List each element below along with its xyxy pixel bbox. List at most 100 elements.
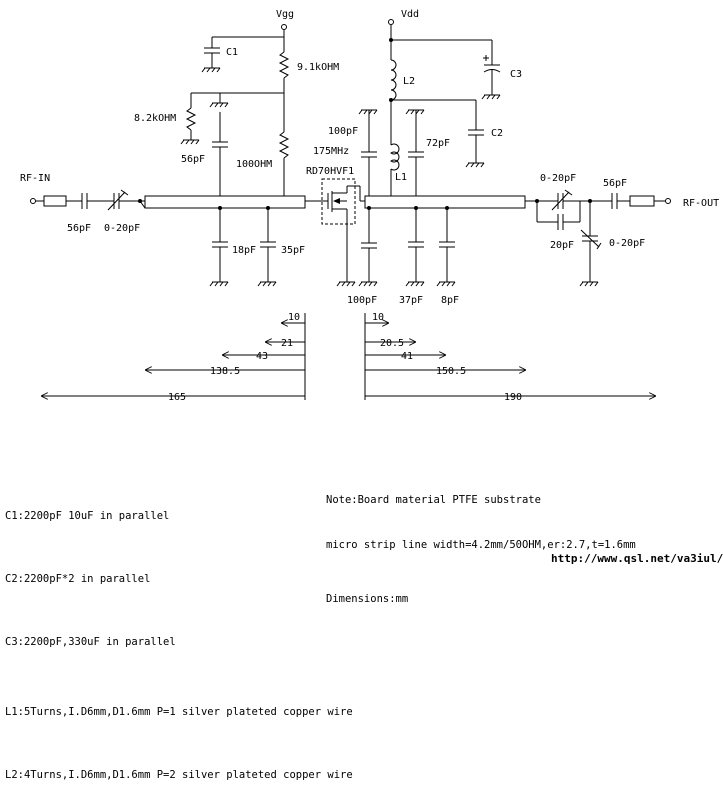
- source-url: http://www.qsl.net/va3iul/: [551, 552, 723, 565]
- gate-bias-network: Vgg C1 9.1kOHM 8.2kOHM: [134, 9, 339, 200]
- l2-label: L2: [403, 76, 415, 87]
- dim-right-20-5: 20.5: [380, 338, 404, 349]
- capacitor-8pf: [439, 241, 455, 248]
- trim-out2-label: 0-20pF: [609, 238, 645, 249]
- input-section: RF-IN 56pF 0-20pF: [20, 173, 306, 287]
- inductor-l2: [390, 59, 397, 101]
- note-l2: L2:4Turns,I.D6mm,D1.6mm P=2 silver plate…: [5, 769, 353, 781]
- capacitor-c1: [204, 47, 220, 54]
- device-label: RD70HVF1: [306, 166, 354, 177]
- c2-label: C2: [491, 128, 503, 139]
- capacitor-20pf: [557, 214, 564, 230]
- drain-strip: [364, 195, 526, 209]
- cap-100pf-bot-label: 100pF: [347, 295, 377, 306]
- trimmer-0-20pf-out1: [551, 189, 573, 211]
- note-c3: C3:2200pF,330uF in parallel: [5, 636, 176, 648]
- dim-left-10: 10: [288, 312, 300, 323]
- ground-icon: [405, 281, 425, 287]
- ground-icon: [358, 109, 378, 115]
- drain-supply-network: Vdd C3 L2: [328, 9, 522, 200]
- ground-icon: [209, 281, 229, 287]
- dim-right-150-5: 150.5: [436, 366, 466, 377]
- r-100-label: 100OHM: [236, 159, 272, 170]
- amplifier-schematic: Vgg C1 9.1kOHM 8.2kOHM: [20, 9, 719, 403]
- rf-out-label: RF-OUT: [683, 198, 719, 209]
- rf-out-terminal: [665, 198, 671, 204]
- cap-20pf-label: 20pF: [550, 240, 574, 251]
- gate-strip: [144, 195, 306, 209]
- cap-56pf-bias-label: 56pF: [181, 154, 205, 165]
- note-l1: L1:5Turns,I.D6mm,D1.6mm P=1 silver plate…: [5, 706, 353, 718]
- cap-100pf-top-label: 100pF: [328, 126, 358, 137]
- vdd-terminal: [388, 19, 394, 25]
- cap-37pf-label: 37pF: [399, 295, 423, 306]
- component-notes: C1:2200pF 10uF in parallel C2:2200pF*2 i…: [5, 464, 353, 807]
- c3-label: C3: [510, 69, 522, 80]
- dim-left-43: 43: [256, 351, 268, 362]
- capacitor-18pf: [212, 241, 228, 248]
- vdd-label: Vdd: [401, 9, 419, 20]
- ground-icon: [436, 281, 456, 287]
- device-package-outline: [321, 178, 356, 225]
- trim-in-label: 0-20pF: [104, 223, 140, 234]
- trimmer-0-20pf-in: [107, 189, 129, 211]
- dimension-lines: 10 21 43 138.5 165 10 20.5 41 150.5 190: [41, 312, 656, 403]
- dim-left-165: 165: [168, 392, 186, 403]
- ground-icon: [358, 281, 378, 287]
- ground-icon: [201, 67, 221, 73]
- resistor-8k2: [185, 107, 197, 131]
- capacitor-c3: [483, 55, 501, 73]
- capacitor-72pf: [408, 151, 424, 158]
- l1-label: L1: [395, 172, 407, 183]
- dim-right-41: 41: [401, 351, 413, 362]
- dim-right-190: 190: [504, 392, 522, 403]
- dim-left-21: 21: [281, 338, 293, 349]
- ground-icon: [209, 102, 229, 108]
- cap-56pf-out-label: 56pF: [603, 178, 627, 189]
- c1-label: C1: [226, 47, 238, 58]
- cap-35pf-label: 35pF: [281, 245, 305, 256]
- transistor-rd70hvf1: 175MHz RD70HVF1: [305, 146, 361, 287]
- r-91k-label: 9.1kOHM: [297, 62, 339, 73]
- ground-icon: [180, 139, 200, 145]
- note-c1: C1:2200pF 10uF in parallel: [5, 510, 170, 522]
- note-board-material: Note:Board material PTFE substrate: [326, 494, 541, 506]
- input-strip: [43, 195, 67, 207]
- output-section: 100pF 37pF 8pF: [347, 173, 719, 306]
- vgg-terminal: [281, 24, 287, 30]
- ground-icon: [481, 94, 501, 100]
- dim-left-138-5: 138.5: [210, 366, 240, 377]
- cap-8pf-label: 8pF: [441, 295, 459, 306]
- ground-icon: [336, 281, 356, 287]
- output-strip: [629, 195, 655, 207]
- cap-72pf-label: 72pF: [426, 138, 450, 149]
- capacitor-100pf-bot: [361, 242, 377, 249]
- trim-out1-label: 0-20pF: [540, 173, 576, 184]
- ground-icon: [579, 281, 599, 287]
- ground-icon: [465, 162, 485, 168]
- dim-right-10: 10: [372, 312, 384, 323]
- capacitor-56pf-out: [611, 193, 618, 209]
- freq-label: 175MHz: [313, 146, 349, 157]
- vgg-label: Vgg: [276, 9, 294, 20]
- capacitor-c2: [468, 129, 484, 136]
- trimmer-0-20pf-out2: [580, 229, 602, 250]
- cap-56pf-in-label: 56pF: [67, 223, 91, 234]
- r-82k-label: 8.2kOHM: [134, 113, 176, 124]
- capacitor-35pf: [260, 241, 276, 248]
- board-notes: Note:Board material PTFE substrate micro…: [326, 463, 636, 622]
- ground-icon: [405, 109, 425, 115]
- capacitor-56pf-in: [81, 193, 88, 209]
- note-c2: C2:2200pF*2 in parallel: [5, 573, 151, 585]
- ground-icon: [257, 281, 277, 287]
- capacitor-37pf: [408, 241, 424, 248]
- capacitor-56pf-bias: [212, 141, 228, 148]
- note-units: Dimensions:mm: [326, 593, 409, 605]
- rf-in-terminal: [30, 198, 36, 204]
- rf-in-label: RF-IN: [20, 173, 50, 184]
- note-microstrip: micro strip line width=4.2mm/50OHM,er:2.…: [326, 539, 636, 551]
- cap-18pf-label: 18pF: [232, 245, 256, 256]
- capacitor-100pf-top: [361, 151, 377, 158]
- inductor-l1: [390, 143, 400, 171]
- resistor-9k1: [278, 51, 290, 79]
